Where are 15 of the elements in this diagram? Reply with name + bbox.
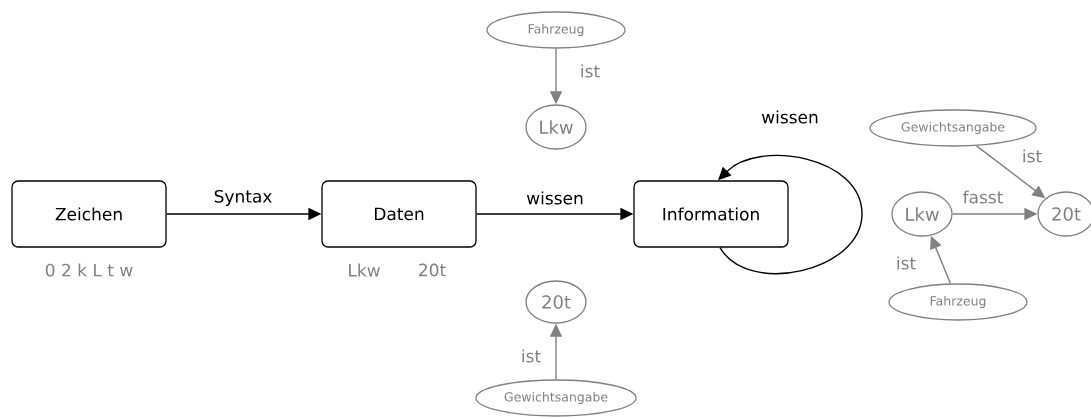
edge-label: wissen (525, 190, 585, 206)
edge-label: Syntax (212, 188, 274, 208)
annotation-text: 0 2 k L t w (45, 263, 133, 277)
arrow (718, 154, 863, 275)
edge-label: wissen (760, 109, 820, 125)
annotation-text: 20t (419, 263, 446, 277)
edge-label: ist (1020, 148, 1044, 164)
edge-label: ist (578, 63, 602, 79)
process-box: Information (633, 180, 789, 248)
edge-label: fasst (961, 189, 1005, 205)
edge-label: ist (894, 255, 918, 271)
process-box: Daten (321, 180, 477, 248)
process-box: Zeichen (11, 180, 167, 248)
annotation-text: Lkw (349, 263, 380, 277)
edge-label: ist (519, 348, 543, 364)
